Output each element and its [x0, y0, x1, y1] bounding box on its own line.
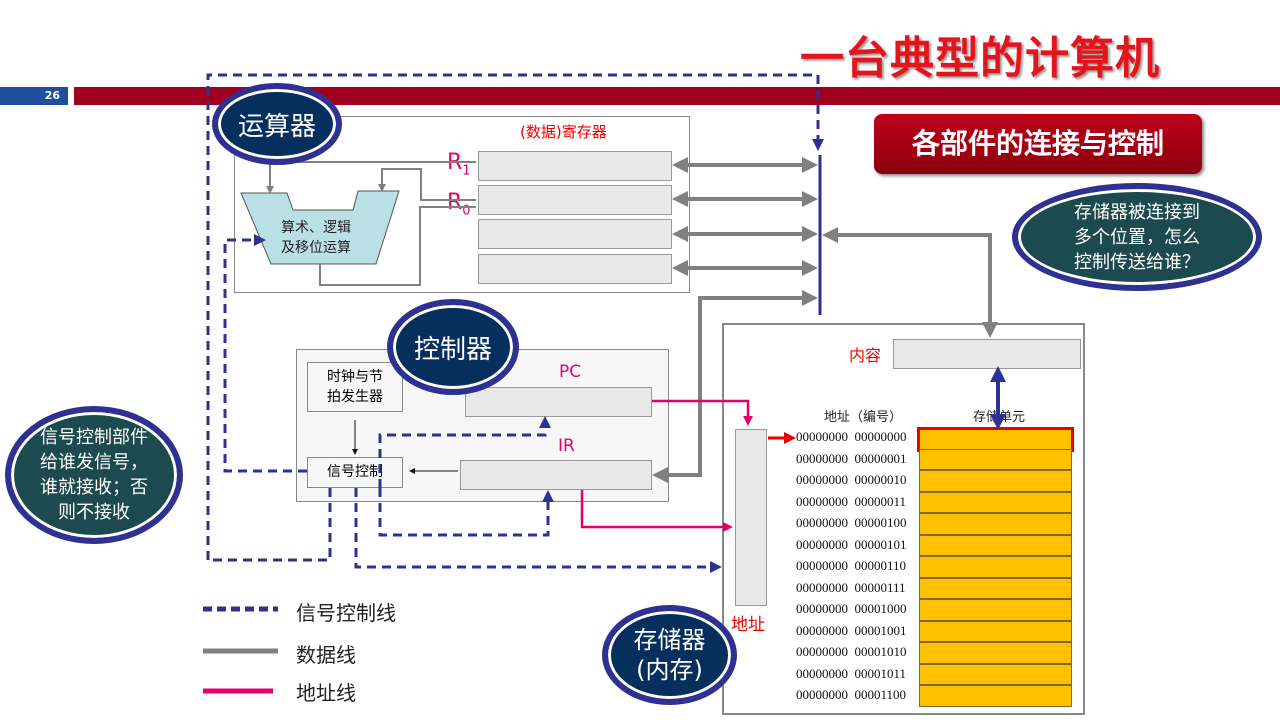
signal-note-callout: 信号控制部件 给谁发信号， 谁就接收；否 则不接收 — [5, 406, 183, 544]
slide-title: 一台典型的计算机 — [800, 33, 1160, 84]
page-number: 26 — [0, 87, 68, 105]
legend-address-label: 地址线 — [296, 681, 356, 705]
alu-unit — [240, 190, 400, 265]
header-bar — [74, 87, 1280, 105]
memory-cell — [919, 685, 1072, 707]
signal-control: 信号控制 — [307, 457, 403, 488]
memory-cell — [919, 642, 1072, 664]
r0-label: R0 — [447, 190, 471, 219]
memory-cell — [919, 620, 1072, 642]
clock-generator: 时钟与节 拍发生器 — [307, 362, 403, 412]
memory-cell — [919, 491, 1072, 513]
content-label: 内容 — [849, 346, 882, 365]
content-register — [893, 339, 1081, 369]
legend-signal-label: 信号控制线 — [296, 601, 396, 625]
register-r0 — [478, 185, 672, 215]
pc-register — [465, 387, 652, 417]
address-value: 00000000 00001000 — [796, 601, 907, 616]
address-value: 00000000 00000111 — [796, 579, 906, 595]
register-2 — [478, 219, 672, 249]
ir-label: IR — [558, 436, 575, 456]
pc-label: PC — [559, 362, 582, 382]
address-value: 00000000 00001011 — [796, 665, 907, 681]
address-value: 00000000 00001010 — [796, 644, 907, 659]
address-value: 00000000 00000100 — [796, 515, 907, 530]
address-header: 地址（编号） — [824, 410, 903, 425]
address-value: 00000000 00000101 — [796, 536, 907, 552]
ir-register — [460, 460, 652, 490]
memory-cell — [919, 577, 1072, 599]
register-r1 — [478, 151, 672, 181]
memory-cell — [919, 448, 1072, 470]
controller-oval: 控制器 — [387, 299, 519, 395]
legend-data-label: 数据线 — [296, 643, 356, 667]
address-label: 地址 — [731, 615, 765, 635]
memory-cell — [919, 513, 1072, 535]
alu-oval: 运算器 — [212, 83, 342, 165]
memory-cell — [919, 534, 1072, 556]
registers-title: (数据)寄存器 — [520, 123, 607, 141]
memory-question-callout: 存储器被连接到 多个位置，怎么 控制传送给谁？ — [1012, 183, 1262, 291]
memory-cell — [919, 663, 1072, 685]
memory-oval: 存储器 (内存) — [602, 605, 737, 705]
memory-cell — [919, 599, 1072, 621]
address-value: 00000000 00000110 — [796, 558, 907, 573]
memory-cell — [919, 556, 1072, 578]
section-banner: 各部件的连接与控制 — [874, 114, 1202, 174]
address-value: 00000000 00000011 — [796, 493, 907, 509]
address-value: 00000000 00001100 — [796, 687, 907, 702]
register-3 — [478, 254, 672, 284]
alu-unit-label: 算术、逻辑 及移位运算 — [281, 220, 351, 256]
address-value: 00000000 00001001 — [796, 622, 907, 638]
memory-cell — [919, 470, 1072, 492]
